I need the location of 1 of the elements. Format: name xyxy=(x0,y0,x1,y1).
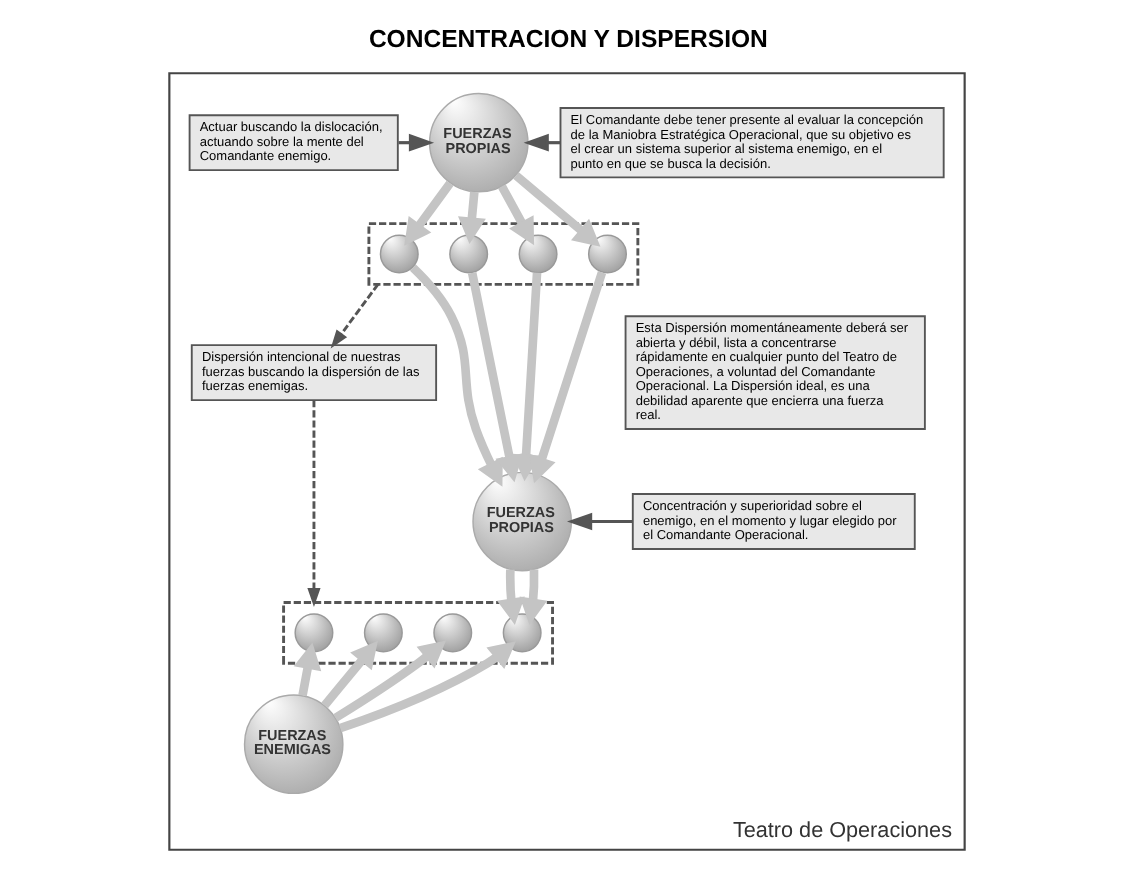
diagram-title: CONCENTRACION Y DISPERSION xyxy=(368,24,768,53)
